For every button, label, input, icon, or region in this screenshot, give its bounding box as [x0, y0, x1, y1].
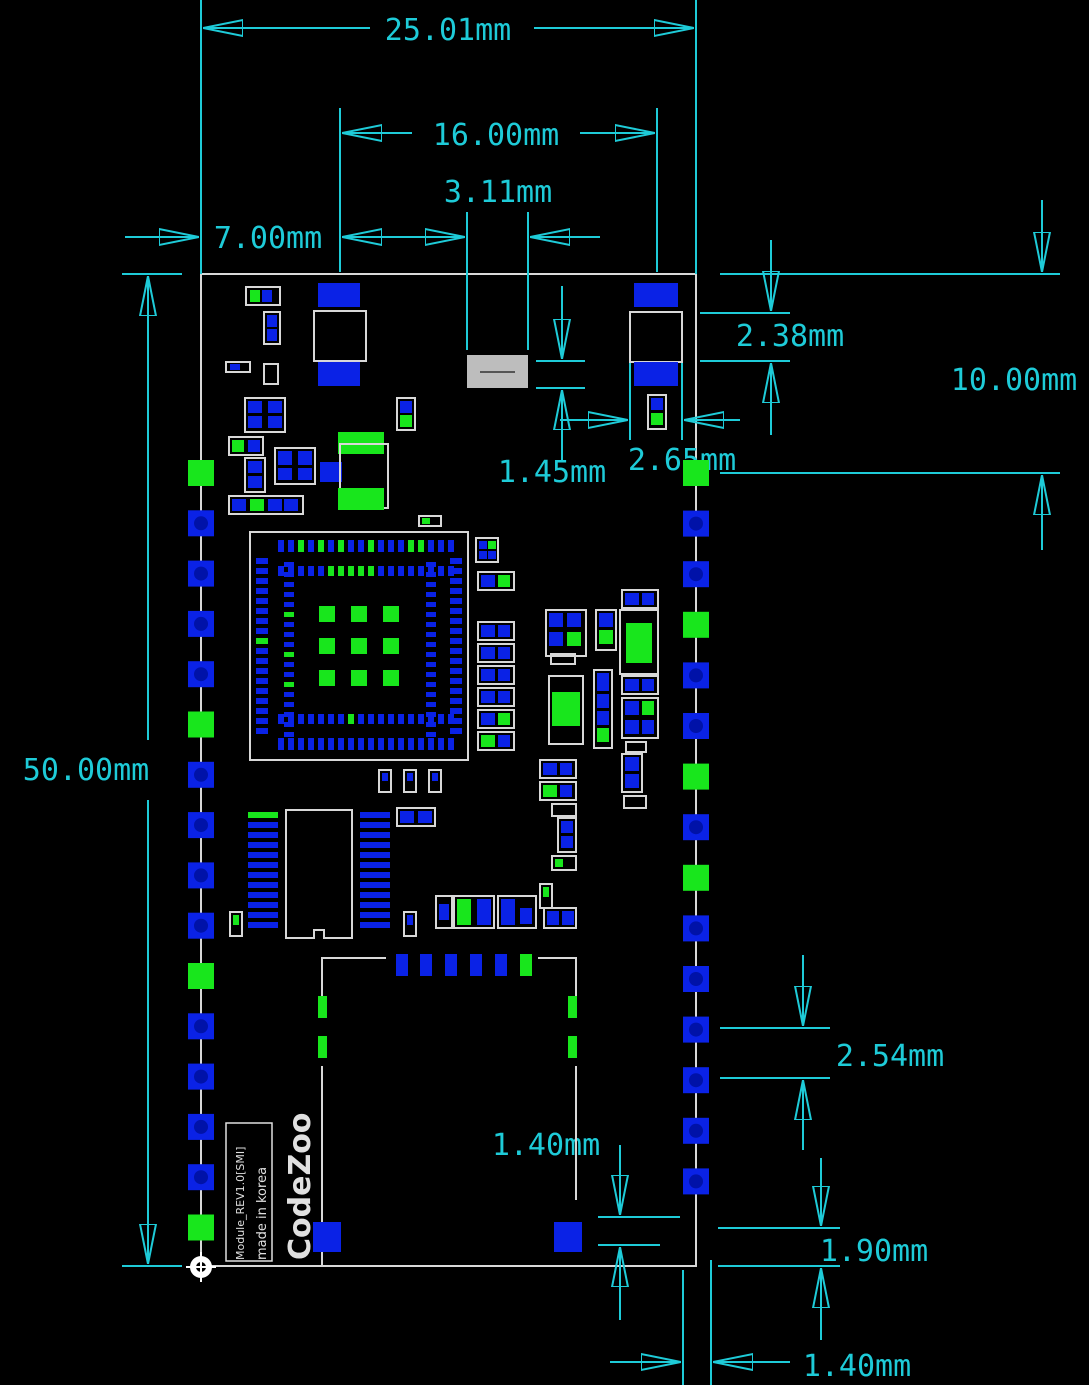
dim-pin-pitch: 2.54mm: [836, 1039, 944, 1074]
silk-module-line2: made in korea: [255, 1167, 270, 1260]
dim-pad-height: 2.38mm: [736, 319, 844, 354]
dim-left-offset: 7.00mm: [214, 221, 322, 256]
dim-pin-width: 1.40mm: [803, 1349, 911, 1384]
rf-module: [313, 954, 582, 1266]
left-pin: [188, 963, 214, 989]
left-pin: [188, 1214, 214, 1241]
left-pin-column: [188, 460, 214, 1241]
right-pin-column: [683, 460, 709, 1195]
dim-pad-gap: 1.45mm: [498, 455, 606, 490]
top-components: [225, 283, 683, 527]
left-pin: [188, 460, 214, 486]
right-pin: [683, 864, 709, 891]
right-pin: [683, 611, 709, 638]
right-pin: [683, 460, 709, 486]
right-passives: [475, 537, 659, 871]
left-pin: [188, 711, 214, 738]
silk-brand: CodeZoo: [283, 1113, 318, 1260]
origin-marker-icon: [186, 1252, 216, 1282]
right-pin: [683, 763, 709, 790]
dim-board-height: 50.00mm: [23, 753, 149, 788]
chip-outline: [249, 531, 469, 761]
dim-edge-offset: 1.90mm: [820, 1234, 928, 1269]
dim-total-width: 25.01mm: [385, 13, 511, 48]
dim-top-offset: 10.00mm: [951, 363, 1077, 398]
dim-bottom-pad: 1.40mm: [492, 1128, 600, 1163]
mid-passives: [229, 769, 577, 937]
main-chip: [249, 531, 469, 761]
sop-chip: [248, 809, 390, 939]
dimension-labels: 25.01mm 16.00mm 3.11mm 7.00mm 50.00mm 2.…: [23, 13, 1077, 1384]
silk-module-line1: Module_REV1.0[SMI]: [234, 1147, 247, 1260]
dimension-arrows: [125, 28, 1042, 1362]
extension-lines: [122, 0, 1060, 1385]
dim-inner-span: 16.00mm: [433, 118, 559, 153]
dim-slot: 3.11mm: [444, 175, 552, 210]
silkscreen: Module_REV1.0[SMI] made in korea CodeZoo: [225, 1113, 318, 1262]
dim-pad-offset: 2.65mm: [628, 443, 736, 478]
